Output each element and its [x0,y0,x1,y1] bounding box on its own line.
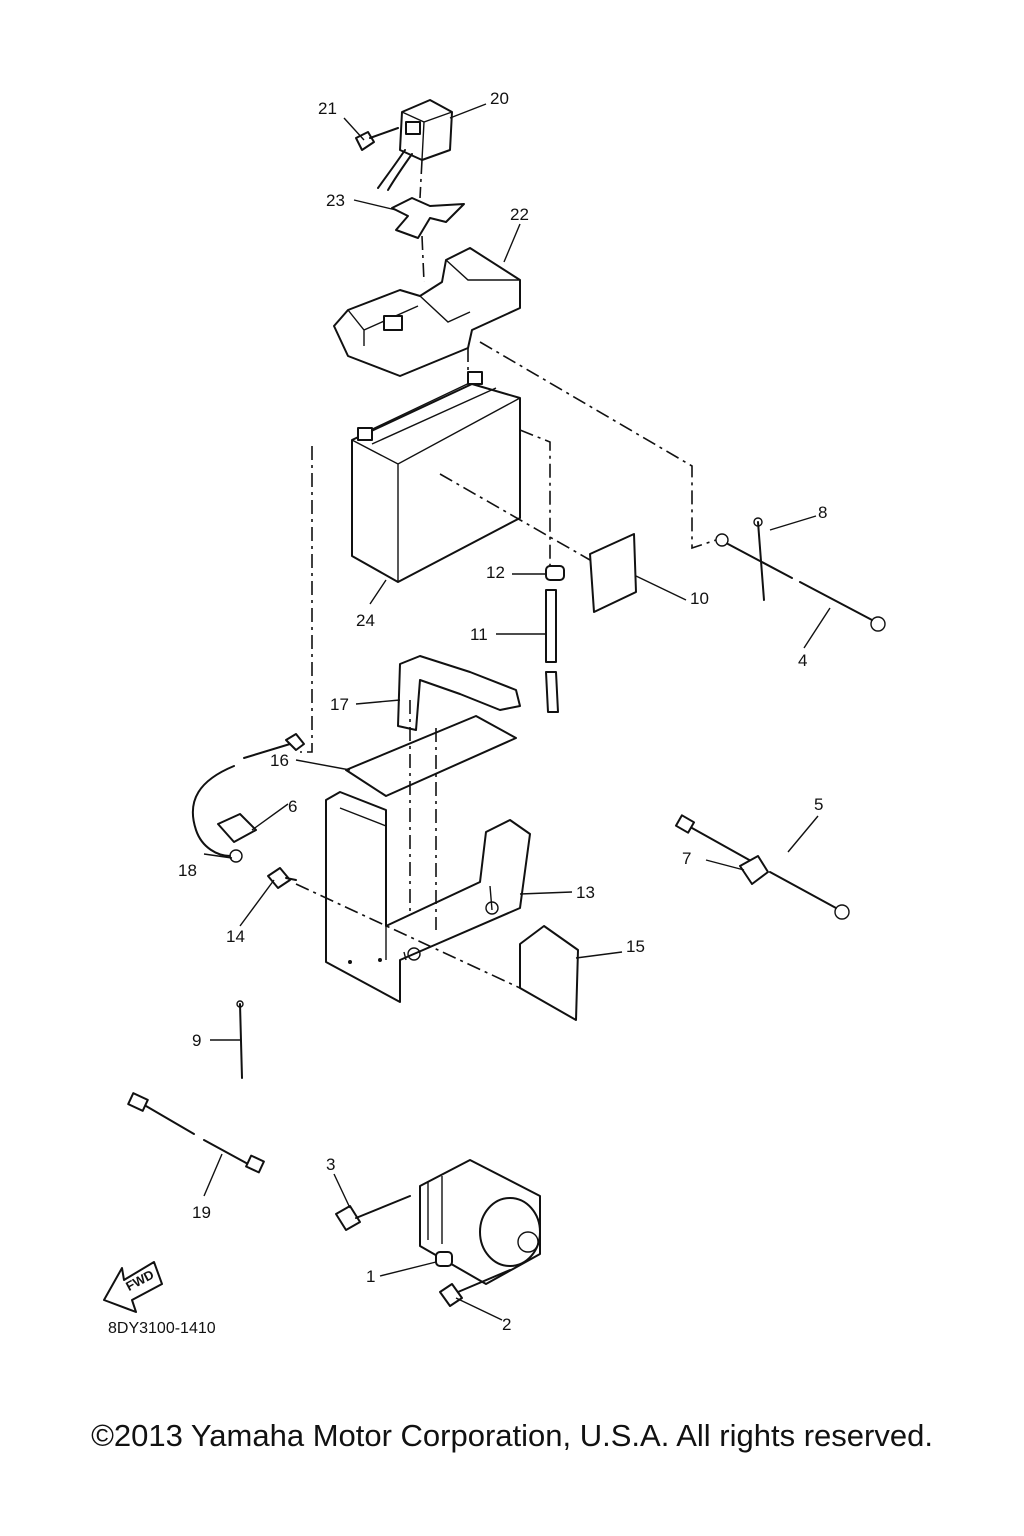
copyright-notice: ©2013 Yamaha Motor Corporation, U.S.A. A… [91,1418,933,1453]
battery-part [351,371,521,583]
callout-14: 14 [226,927,245,946]
forward-direction-arrow: FWD [103,1261,163,1313]
terminal-cap-part-7 [739,855,769,885]
lead-wire-part-18 [191,733,305,863]
callout-7: 7 [682,849,691,868]
nut-part-1 [435,1251,453,1267]
lead-wire-part-19 [127,1092,265,1174]
assembly-lines [295,159,717,989]
callout-16: 16 [270,751,289,770]
starter-relay-part [377,99,453,191]
drawing-code: 8DY3100-1410 [108,1320,216,1337]
callout-22: 22 [510,205,529,224]
callout-23: 23 [326,191,345,210]
callout-20: 20 [490,89,509,108]
callout-8: 8 [818,503,827,522]
clamp-part-6 [217,813,257,843]
battery-band-part [397,655,521,731]
battery-pad-part [345,715,517,797]
battery-cover-part [333,247,521,377]
callout-numbers: 1 2 3 4 5 6 7 8 9 10 11 12 13 14 15 16 1… [178,89,827,1334]
callout-24: 24 [356,611,375,630]
callout-15: 15 [626,937,645,956]
callout-6: 6 [288,797,297,816]
callout-1: 1 [366,1267,375,1286]
breather-hose-part [545,589,559,713]
bracket-part-23 [391,197,465,239]
battery-lead-part-4 [715,533,886,632]
callout-17: 17 [330,695,349,714]
callout-21: 21 [318,99,337,118]
callout-12: 12 [486,563,505,582]
callout-4: 4 [798,651,807,670]
cover-plate-part-15 [519,925,579,1021]
callout-13: 13 [576,883,595,902]
callout-2: 2 [502,1315,511,1334]
bolt-part-3 [335,1195,411,1231]
battery-box-part [325,791,531,1003]
cable-tie-part-9 [236,1000,244,1079]
callout-10: 10 [690,589,709,608]
vent-cap-part [545,565,565,581]
battery-lead-part-5 [674,814,850,920]
callout-3: 3 [326,1155,335,1174]
label-part-10 [589,533,637,613]
callout-5: 5 [814,795,823,814]
callout-11: 11 [470,625,488,644]
callout-19: 19 [192,1203,211,1222]
bolt-part-14 [267,867,297,889]
callout-18: 18 [178,861,197,880]
callout-9: 9 [192,1031,201,1050]
leader-lines [203,103,831,1321]
bolt-part-2 [439,1269,511,1307]
